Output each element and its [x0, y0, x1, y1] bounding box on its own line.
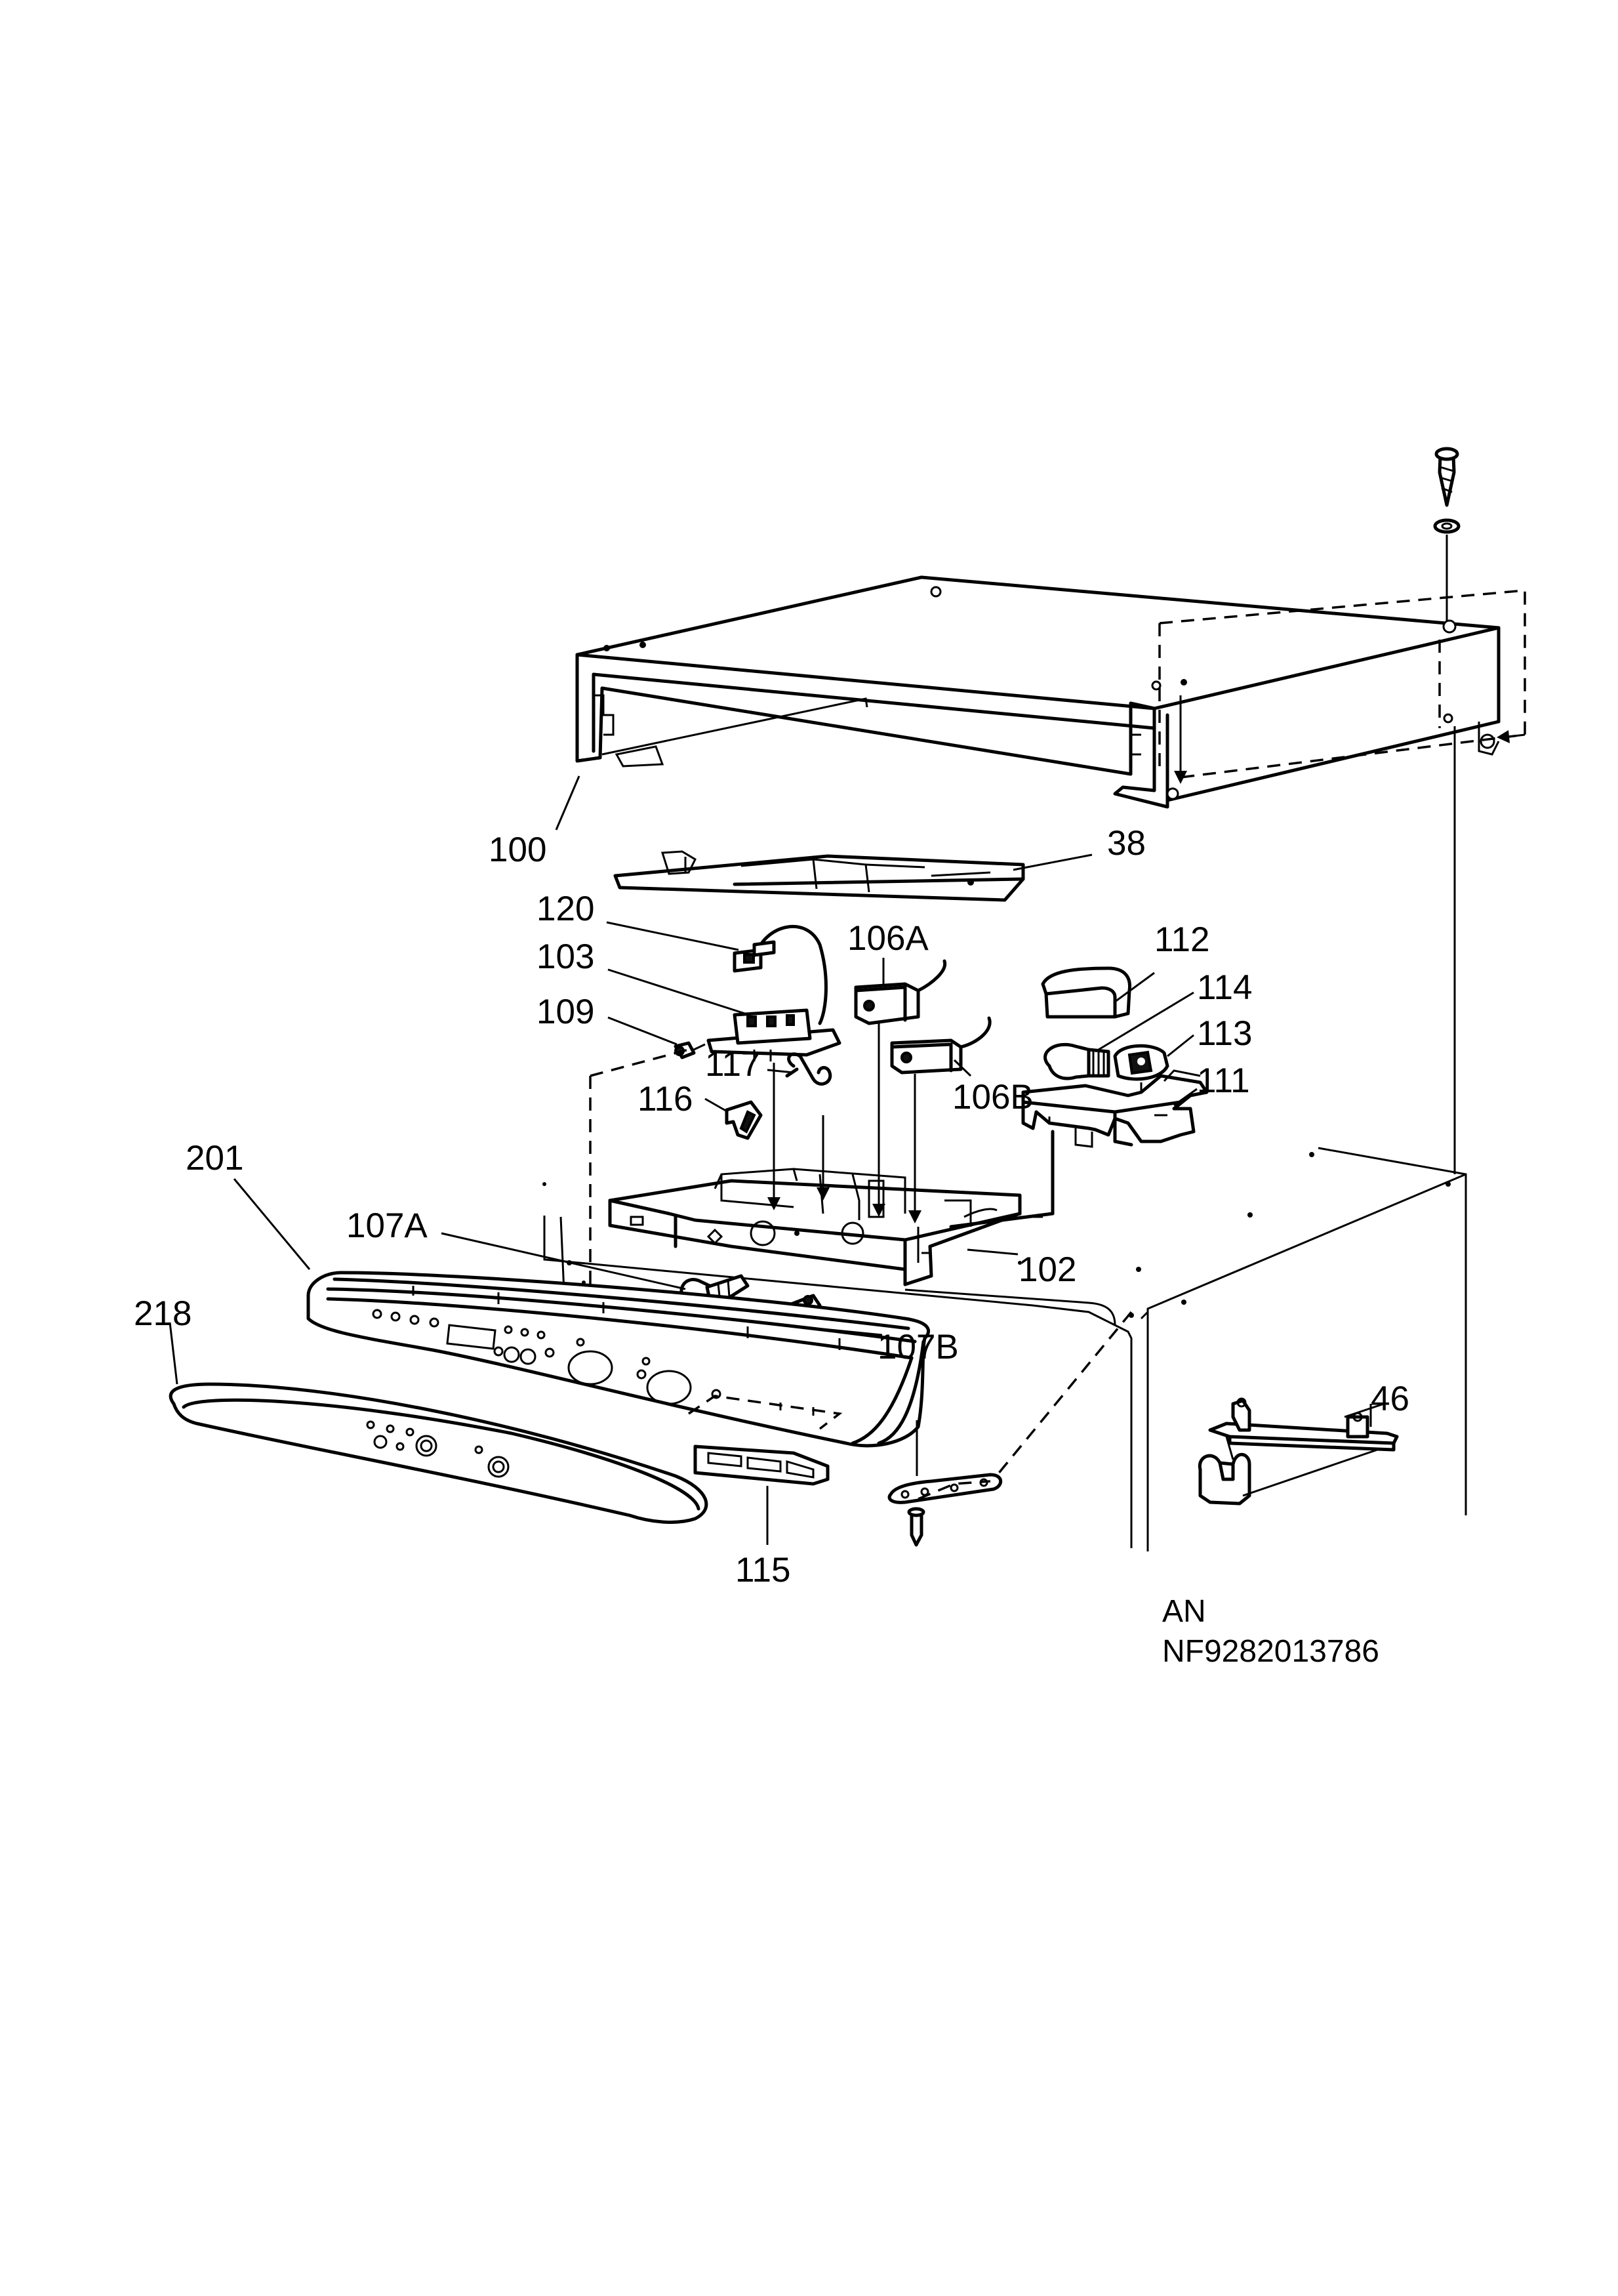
bracket-46 — [1198, 1397, 1399, 1506]
lamp-cover-112 — [1041, 966, 1132, 1019]
assembly-arrows — [767, 1023, 1055, 1229]
cover-alignment-guides — [1158, 589, 1526, 784]
code-line-2: NF9282013786 — [1162, 1634, 1379, 1669]
bracket-116 — [725, 1100, 763, 1140]
trim-strip-218 — [169, 1382, 708, 1524]
top-cover-100 — [575, 575, 1501, 809]
clip-117 — [785, 1052, 832, 1086]
label-102: 102 — [1019, 1250, 1076, 1289]
code-line-1: AN — [1162, 1594, 1206, 1629]
filter-115 — [693, 1445, 830, 1486]
label-106a: 106A — [847, 919, 929, 958]
label-117: 117 — [705, 1045, 761, 1084]
label-218: 218 — [134, 1294, 192, 1333]
label-107b: 107B — [878, 1328, 959, 1366]
switch-106b — [890, 1016, 992, 1075]
label-112: 112 — [1154, 920, 1210, 959]
label-107a: 107A — [346, 1206, 428, 1245]
label-103: 103 — [536, 937, 594, 976]
screw-109 — [674, 1041, 706, 1059]
label-109: 109 — [536, 993, 594, 1031]
diagram-code: AN NF9282013786 — [1162, 1594, 1379, 1669]
lamp-housing-111 — [1021, 1069, 1209, 1148]
label-106b: 106B — [952, 1078, 1034, 1117]
label-116: 116 — [637, 1080, 693, 1118]
label-201: 201 — [186, 1139, 243, 1178]
label-38: 38 — [1107, 824, 1146, 863]
label-115: 115 — [735, 1551, 791, 1589]
connector-120 — [733, 925, 828, 1025]
control-panel-201 — [306, 1271, 931, 1448]
label-114: 114 — [1197, 968, 1253, 1007]
label-120: 120 — [536, 890, 594, 928]
label-113: 113 — [1197, 1014, 1253, 1053]
label-111: 111 — [1197, 1061, 1250, 1100]
hinge-plate — [887, 1420, 1003, 1547]
lamp-bulb-114 — [1043, 1042, 1110, 1080]
panel-38 — [613, 850, 1025, 902]
label-100: 100 — [489, 830, 546, 869]
control-board-103 — [706, 1008, 841, 1061]
leader-lines — [169, 775, 1385, 1545]
switch-106a — [854, 959, 947, 1025]
label-46: 46 — [1371, 1380, 1409, 1418]
appliance-body-outline — [542, 726, 1467, 1551]
part-labels: 100 38 120 103 106A 112 114 113 109 117 … — [134, 824, 1409, 1589]
control-housing-102 — [608, 1168, 1022, 1286]
